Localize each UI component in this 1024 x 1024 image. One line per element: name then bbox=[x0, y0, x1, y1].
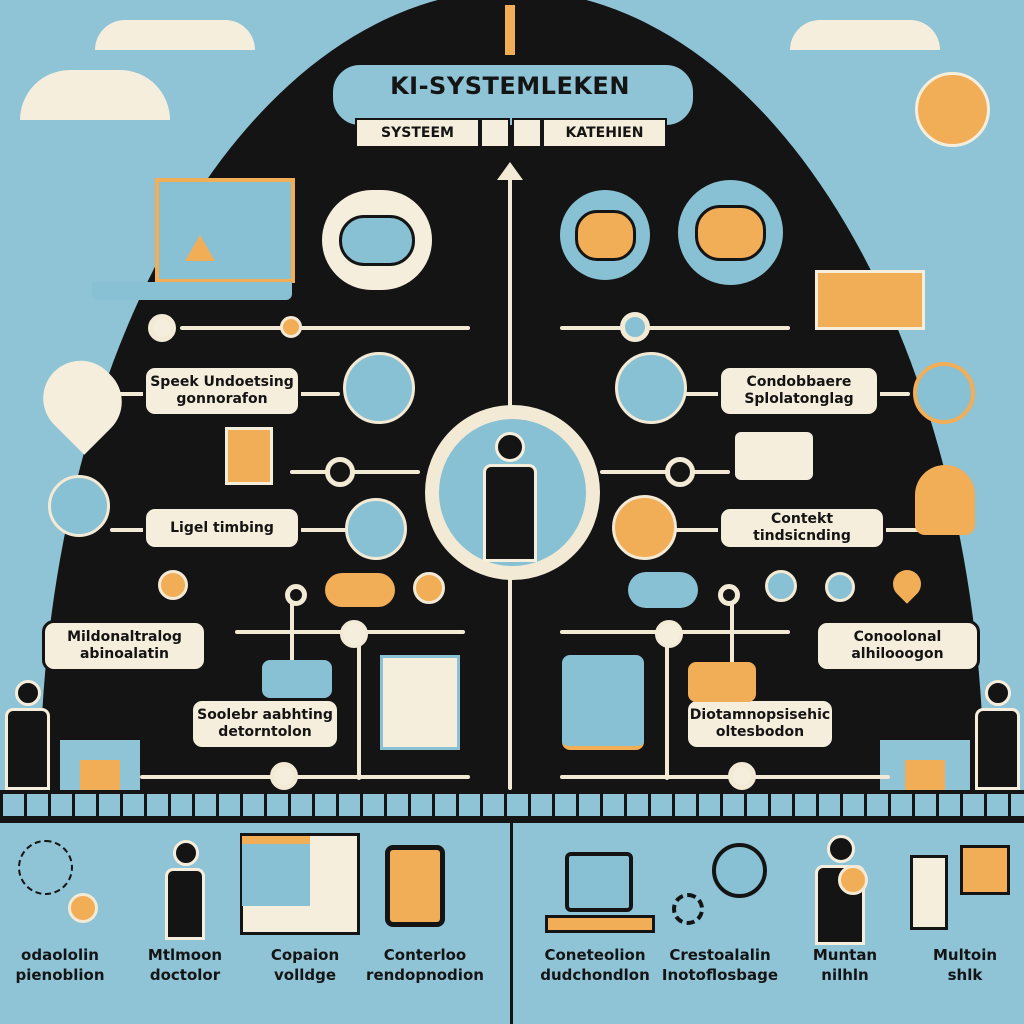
connector-line bbox=[560, 775, 890, 779]
connector-line bbox=[290, 600, 294, 700]
label-data-analysis: Diotamnopsisehic oltesbodon bbox=[685, 698, 835, 750]
bottom-panel-border bbox=[0, 820, 1024, 823]
connector-line bbox=[880, 528, 930, 532]
calendar-grid-icon bbox=[815, 270, 925, 330]
connector-node bbox=[825, 572, 855, 602]
connector-node bbox=[718, 584, 740, 606]
gear-icon bbox=[343, 352, 415, 424]
tab-katehien[interactable]: KATEHIEN bbox=[542, 118, 667, 148]
person-icon bbox=[5, 680, 50, 790]
location-pin-icon bbox=[158, 570, 188, 600]
label-context-understanding: Contekt tindsicnding bbox=[718, 506, 886, 550]
laptop-icon bbox=[565, 852, 633, 912]
sun-icon bbox=[915, 72, 990, 147]
connector-node bbox=[413, 572, 445, 604]
tab-systeem[interactable]: SYSTEEM bbox=[355, 118, 480, 148]
gear-icon bbox=[68, 893, 98, 923]
lightbulb-icon bbox=[18, 840, 73, 895]
gear-icon bbox=[615, 352, 687, 424]
brain-icon bbox=[322, 190, 432, 290]
label-logic-thinking: Ligel timbing bbox=[143, 506, 301, 550]
connector-line bbox=[870, 392, 910, 396]
connector-line bbox=[180, 326, 470, 330]
music-note-icon bbox=[688, 662, 756, 702]
warning-icon bbox=[185, 235, 215, 261]
arrow-up-icon bbox=[505, 5, 515, 55]
connector-line bbox=[300, 528, 350, 532]
gear-icon bbox=[612, 495, 677, 560]
brain-icon bbox=[678, 180, 783, 285]
monitor-icon bbox=[262, 660, 332, 698]
connector-node bbox=[655, 620, 683, 648]
cloud-icon bbox=[95, 20, 255, 50]
connector-node bbox=[325, 457, 355, 487]
document-icon bbox=[225, 427, 273, 485]
label-social-detection: Soolebr aabhting detorntolon bbox=[190, 698, 340, 750]
connector-line bbox=[110, 392, 170, 396]
connector-line bbox=[110, 528, 150, 532]
connector-node bbox=[765, 570, 797, 602]
connector-line bbox=[280, 392, 340, 396]
search-icon bbox=[712, 843, 767, 898]
fence-divider bbox=[0, 790, 1024, 820]
gear-icon bbox=[672, 893, 704, 925]
person-icon bbox=[165, 840, 205, 940]
connector-line bbox=[290, 470, 420, 474]
cloud-icon bbox=[20, 70, 170, 120]
gear-icon bbox=[345, 498, 407, 560]
laptop-icon bbox=[155, 178, 295, 283]
laptop-base bbox=[545, 915, 655, 933]
document-icon bbox=[910, 855, 948, 930]
connector-line bbox=[665, 630, 669, 780]
bottom-divider bbox=[510, 820, 513, 1024]
arrow-up-icon bbox=[497, 162, 523, 180]
connector-node bbox=[270, 762, 298, 790]
label-conditional-allocation: Conoolonal alhilooogon bbox=[815, 620, 980, 672]
coin-icon bbox=[838, 865, 868, 895]
connector-line bbox=[560, 326, 790, 330]
calendar-grid-icon bbox=[960, 845, 1010, 895]
cloud-icon bbox=[790, 20, 940, 50]
tag-icon bbox=[325, 573, 395, 607]
brain-icon bbox=[560, 190, 650, 280]
label-speech-understanding: Speek Undoetsing gonnorafon bbox=[143, 365, 301, 417]
connector-node bbox=[665, 457, 695, 487]
target-icon bbox=[913, 362, 975, 424]
document-icon bbox=[242, 836, 310, 906]
connector-node bbox=[280, 316, 302, 338]
book-icon bbox=[380, 655, 460, 750]
document-icon bbox=[735, 432, 813, 480]
connector-line bbox=[140, 775, 470, 779]
connector-node bbox=[340, 620, 368, 648]
label-multi-domain: Mildonaltralog abinoalatin bbox=[42, 620, 207, 672]
close-icon[interactable] bbox=[148, 314, 176, 342]
person-icon bbox=[480, 432, 540, 562]
person-icon bbox=[975, 680, 1020, 790]
tab-blank-2[interactable] bbox=[512, 118, 542, 148]
connector-line bbox=[357, 630, 361, 780]
page-title: KI-SYSTEMLEKEN bbox=[390, 72, 630, 100]
tag-icon bbox=[628, 572, 698, 608]
laptop-base bbox=[92, 282, 292, 300]
connector-line bbox=[730, 600, 734, 700]
tablet-icon bbox=[385, 845, 445, 927]
lightbulb-icon bbox=[915, 465, 975, 535]
close-icon[interactable] bbox=[728, 762, 756, 790]
label-scalable-processing: Condobbaere Splolatonglag bbox=[718, 365, 880, 417]
lightbulb-icon bbox=[48, 475, 110, 537]
connector-node bbox=[285, 584, 307, 606]
headphones-icon bbox=[562, 655, 644, 750]
connector-line bbox=[685, 392, 725, 396]
tab-blank-1[interactable] bbox=[480, 118, 510, 148]
connector-line bbox=[660, 528, 720, 532]
connector-node bbox=[620, 312, 650, 342]
